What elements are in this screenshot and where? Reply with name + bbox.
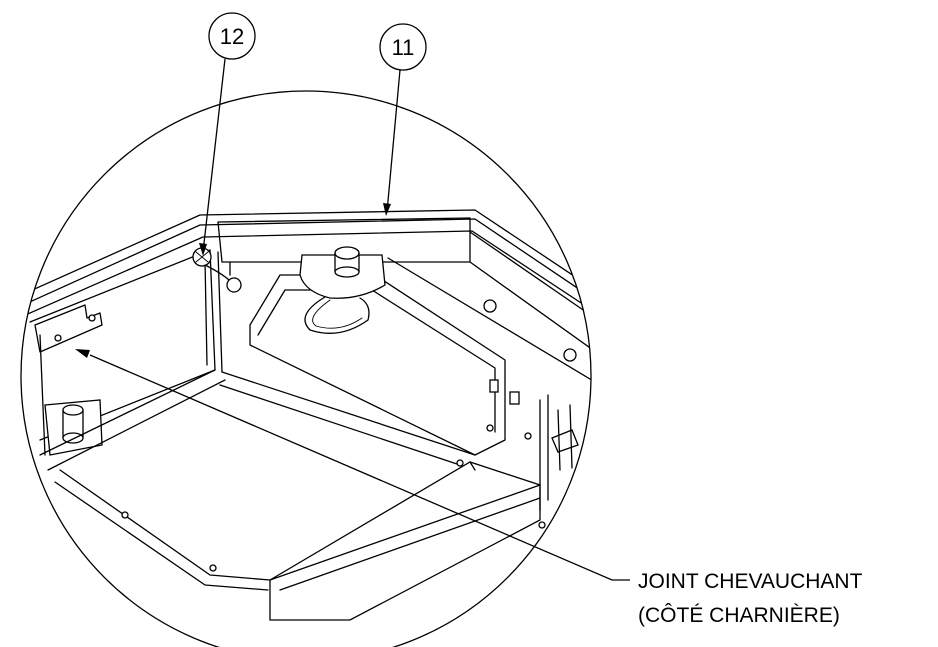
- callout-11-balloon: [379, 23, 427, 71]
- callout-12-arrowhead: [199, 243, 207, 256]
- callout-11-arrowhead: [383, 203, 391, 216]
- overlap-joint-arrowhead: [75, 349, 90, 358]
- callout-11: 11: [379, 23, 427, 216]
- callout-12-balloon: [208, 12, 256, 60]
- callout-11-leader: [386, 69, 401, 213]
- callout-11-label: 11: [392, 35, 415, 60]
- callout-12-leader: [202, 58, 226, 253]
- overlap-joint-callout: JOINT CHEVAUCHANT (CÔTÉ CHARNIÈRE): [75, 349, 863, 627]
- callout-12: 12: [199, 12, 256, 256]
- callout-12-label: 12: [220, 24, 244, 49]
- detail-view-circle: [20, 90, 592, 647]
- enclosure-detail: [21, 209, 591, 621]
- overlap-joint-note-line2: (CÔTÉ CHARNIÈRE): [638, 604, 840, 627]
- overlap-joint-leader: [89, 354, 630, 581]
- overlap-joint-note-line1: JOINT CHEVAUCHANT: [638, 570, 863, 593]
